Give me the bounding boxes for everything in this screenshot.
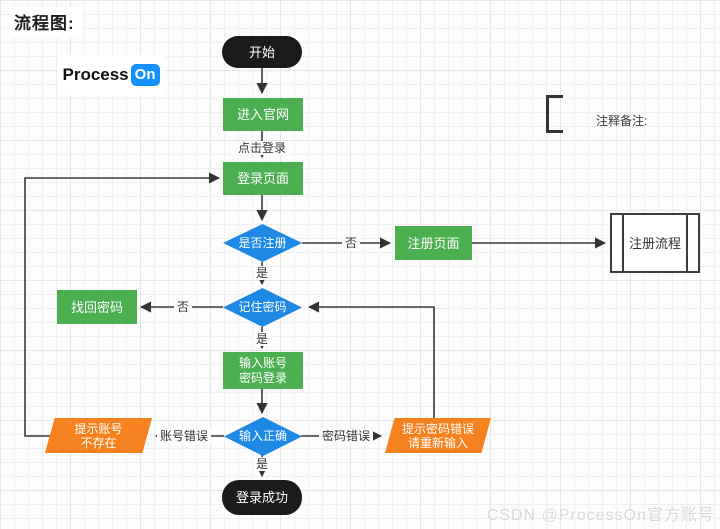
node-password-error-tip: 提示密码错误 请重新输入 — [385, 418, 491, 453]
node-enter-site-label: 进入官网 — [236, 107, 289, 122]
node-input-login-line2: 密码登录 — [238, 370, 287, 385]
edge-label-register-no: 否 — [341, 236, 361, 250]
node-enter-site: 进入官网 — [223, 98, 303, 131]
node-password-error-line2: 请重新输入 — [407, 435, 468, 450]
node-is-correct-label: 输入正确 — [238, 429, 287, 443]
node-login-page: 登录页面 — [223, 162, 303, 195]
logo-text: Process — [62, 65, 129, 84]
node-success: 登录成功 — [222, 480, 302, 515]
node-login-page-label: 登录页面 — [236, 171, 289, 186]
predefined-inner-line — [686, 215, 688, 271]
edge-label-click-login: 点击登录 — [234, 141, 290, 155]
node-success-label: 登录成功 — [235, 490, 288, 505]
node-find-pwd-label: 找回密码 — [70, 299, 123, 315]
node-register-page: 注册页面 — [395, 226, 472, 260]
node-start-label: 开始 — [248, 44, 275, 60]
node-register-page-label: 注册页面 — [407, 235, 460, 251]
annotation-label: 注释备注: — [596, 114, 648, 128]
node-remember-pwd-label: 记住密码 — [238, 300, 287, 314]
node-password-error-line1: 提示密码错误 — [401, 421, 474, 436]
node-find-pwd: 找回密码 — [57, 290, 137, 324]
node-input-login: 输入账号 密码登录 — [223, 352, 303, 389]
predefined-inner-line — [622, 215, 624, 271]
edge-label-account-error: 账号错误 — [156, 429, 212, 443]
edge-label-remember-no: 否 — [173, 300, 193, 314]
page-title: 流程图: — [10, 7, 81, 37]
logo-badge: On — [130, 64, 160, 86]
node-input-login-line1: 输入账号 — [238, 355, 287, 370]
node-account-error-line2: 不存在 — [80, 435, 117, 450]
edge-label-correct-yes: 是 — [252, 457, 272, 471]
processon-logo: Process On — [58, 55, 164, 95]
edge-label-register-yes: 是 — [252, 266, 272, 280]
annotation-bracket-icon — [546, 95, 563, 133]
node-register-flow-label: 注册流程 — [628, 235, 681, 251]
node-account-error-tip: 提示账号 不存在 — [45, 418, 152, 453]
node-is-registered-label: 是否注册 — [238, 235, 287, 250]
edge-label-remember-yes: 是 — [252, 332, 272, 346]
csdn-watermark: CSDN @ProcessOn官方账号 — [486, 507, 715, 524]
node-register-flow: 注册流程 — [610, 213, 700, 273]
node-account-error-line1: 提示账号 — [74, 421, 123, 436]
edge-label-password-error: 密码错误 — [318, 429, 374, 443]
node-start: 开始 — [222, 36, 302, 68]
